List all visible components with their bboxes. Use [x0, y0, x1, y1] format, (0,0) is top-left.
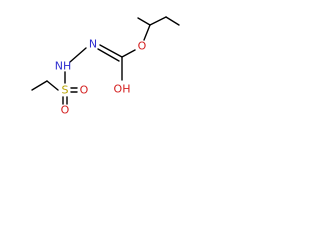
bond-carbon-n-double-a	[99, 44, 123, 58]
atom-sulfur: S	[62, 84, 69, 97]
atom-oxygen-ester: O	[138, 40, 147, 53]
bond-ch-ch2	[149, 16, 167, 26]
bond-layer	[31, 16, 180, 105]
bond-n-nh	[69, 47, 87, 63]
bond-carbon-n-double-b	[97, 48, 120, 62]
bond-ch3-ch	[137, 17, 151, 26]
atom-oxygen-sulfonyl-right: O	[80, 84, 89, 97]
atom-oxygen-hydroxyl: OH	[114, 83, 131, 96]
bond-ch-oxygen	[143, 24, 151, 41]
bond-ch2-ch3	[165, 16, 180, 26]
bond-ch2-ch3-left	[31, 80, 48, 91]
atom-nitrogen-top: N	[89, 38, 97, 51]
atom-nitrogen-h: NH	[55, 60, 72, 73]
bond-sulfur-ch2	[46, 80, 59, 91]
atom-layer: N NH O OH S O O	[55, 38, 147, 117]
bond-oxygen-carbon	[121, 49, 136, 58]
chemical-structure: N NH O OH S O O	[31, 16, 180, 117]
atom-oxygen-sulfonyl-bottom: O	[61, 104, 70, 117]
